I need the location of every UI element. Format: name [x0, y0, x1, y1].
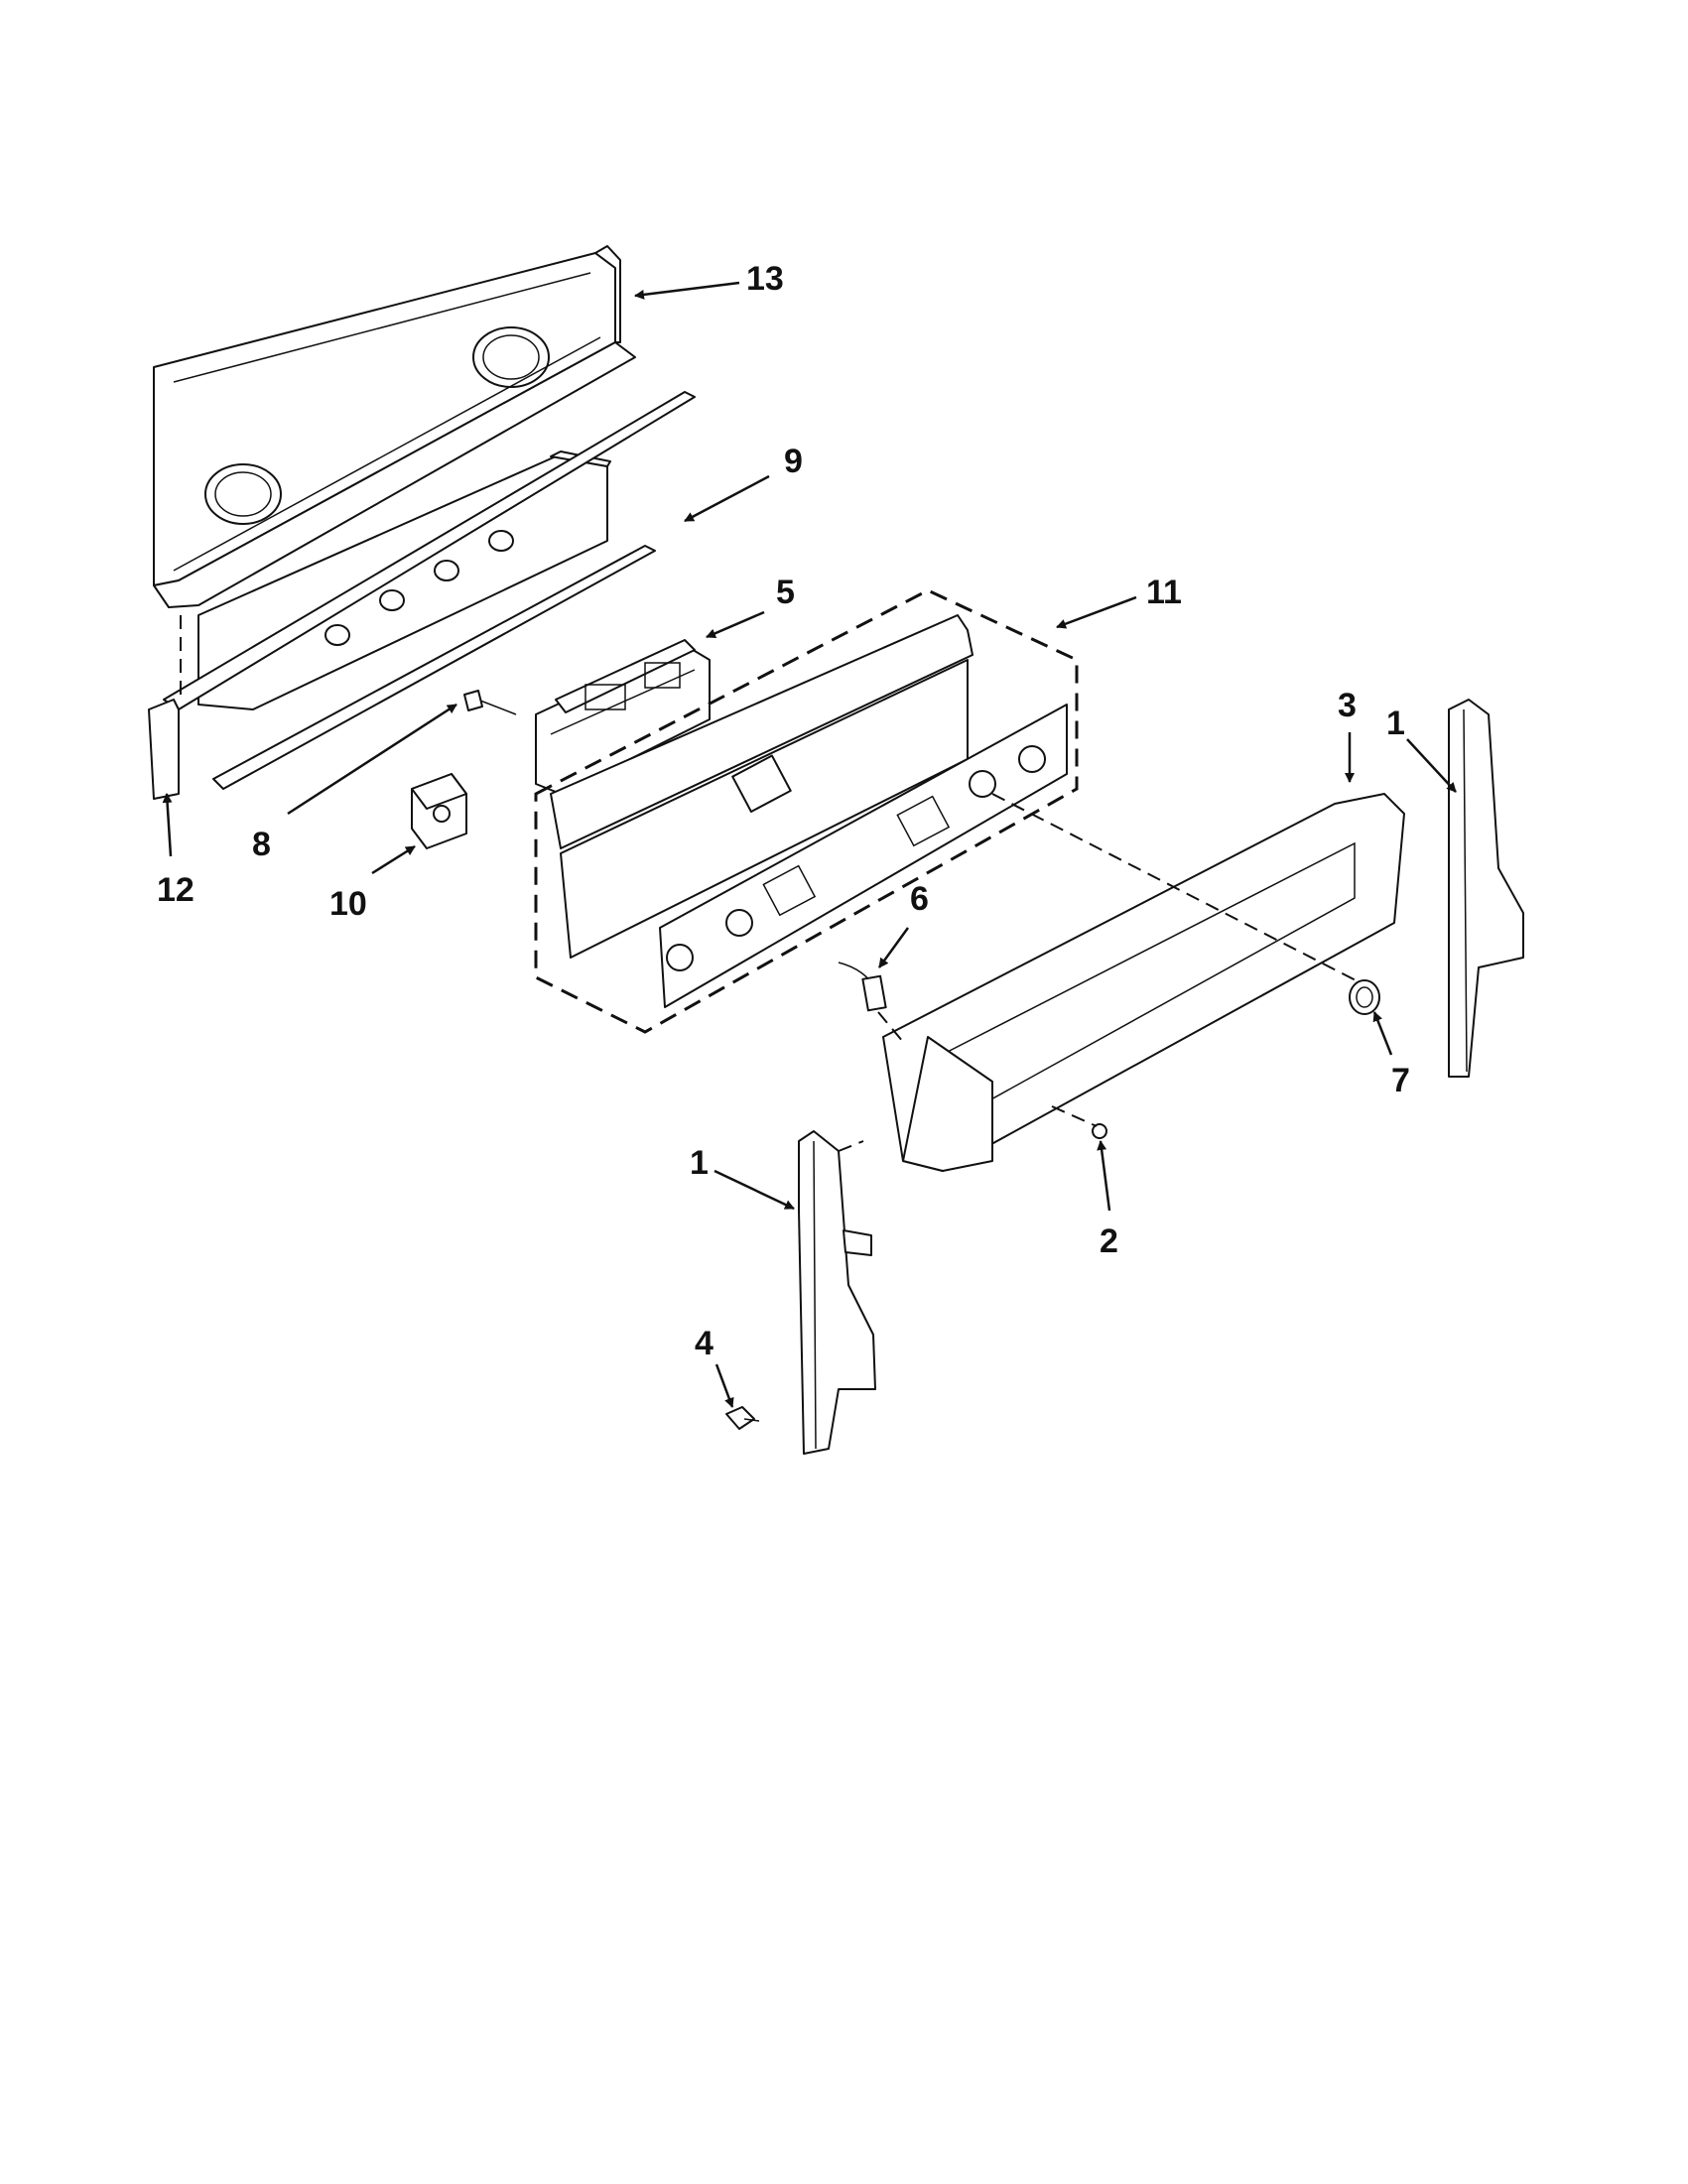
part-11-control-panel-assembly: [534, 588, 1079, 1034]
part-6-wire-harness: [838, 962, 887, 1012]
part-3-panel-trim: [882, 793, 1405, 1172]
callout-13: 13: [746, 260, 784, 298]
callout-2: 2: [1100, 1222, 1118, 1260]
callout-8: 8: [252, 826, 271, 863]
part-7-knob: [1349, 979, 1380, 1015]
part-4-screw: [725, 1406, 760, 1430]
callout-6: 6: [910, 880, 929, 918]
part-8-fastener: [463, 690, 517, 715]
callout-1-right: 1: [1386, 705, 1405, 742]
callout-3: 3: [1338, 687, 1357, 724]
callout-5: 5: [776, 574, 795, 611]
callout-9: 9: [784, 443, 803, 480]
callout-10: 10: [329, 885, 367, 923]
part-5-electronic-control: [535, 639, 711, 795]
part-13-rear-shield: [153, 245, 636, 608]
connection-lines: [838, 793, 1361, 1152]
callout-4: 4: [695, 1325, 714, 1362]
callout-1-left: 1: [690, 1144, 709, 1182]
part-9-manifold-bracket: [163, 391, 696, 710]
callout-11: 11: [1146, 574, 1182, 611]
part-1-left-side-trim: [798, 1130, 876, 1455]
callout-labels: 13 9 5 11 3 1 12 8 10 6 7 1 2 4: [157, 260, 1410, 1362]
part-2-screw: [1092, 1123, 1107, 1139]
part-12-left-rail: [148, 545, 656, 800]
callout-12: 12: [157, 871, 195, 909]
part-10-infinite-switch: [411, 773, 467, 849]
part-1-right-side-trim: [1448, 699, 1524, 1078]
callout-7: 7: [1391, 1062, 1410, 1099]
leader-arrows: [162, 281, 1457, 1408]
